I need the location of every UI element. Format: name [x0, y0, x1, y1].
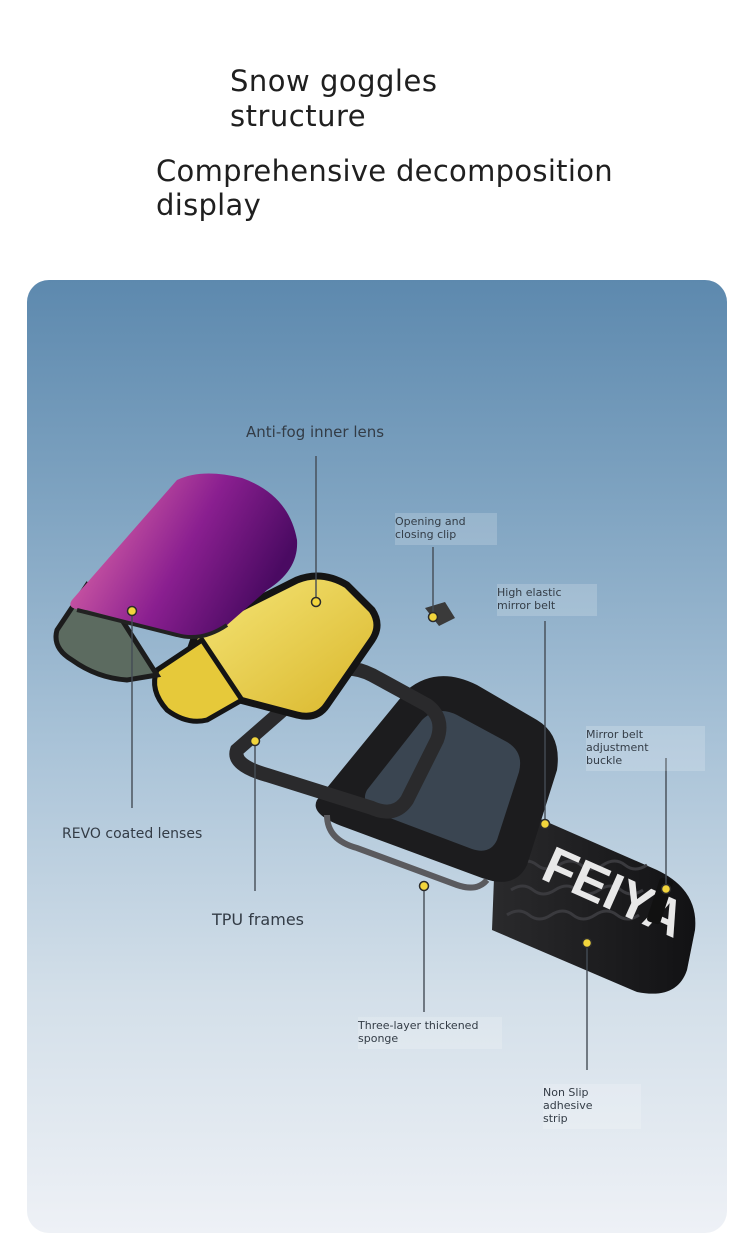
label-non-slip-strip: Non Slip adhesive strip [543, 1084, 641, 1129]
label-anti-fog-inner-lens: Anti-fog inner lens [246, 423, 385, 441]
callout-dot-clip[interactable] [427, 611, 439, 623]
label-revo-coated-lenses: REVO coated lenses [62, 826, 203, 842]
anti-fog-lens [152, 572, 381, 724]
goggles-exploded-panel: FEIYA [27, 280, 727, 1233]
callout-dot-non-slip[interactable] [581, 937, 593, 949]
label-high-elastic-mirror-belt: High elastic mirror belt [497, 584, 597, 616]
goggles-illustration: FEIYA [53, 456, 696, 1070]
callout-dot-anti-fog[interactable] [310, 596, 322, 608]
callout-dot-buckle[interactable] [660, 883, 672, 895]
label-mirror-belt-adjustment-buckle: Mirror belt adjustment buckle [586, 726, 705, 771]
callout-dot-sponge[interactable] [418, 880, 430, 892]
callout-dot-elastic-belt[interactable] [539, 818, 551, 830]
leader-lines [131, 456, 667, 1070]
label-three-layer-sponge: Three-layer thickened sponge [358, 1017, 502, 1049]
callout-dot-revo[interactable] [126, 605, 138, 617]
outer-frame [315, 676, 558, 891]
label-tpu-frames: TPU frames [212, 910, 304, 929]
page-title: Snow goggles structure [230, 64, 438, 133]
label-opening-closing-clip: Opening and closing clip [395, 513, 497, 545]
page-subtitle: Comprehensive decomposition display [156, 154, 613, 222]
callout-dot-tpu[interactable] [249, 735, 261, 747]
